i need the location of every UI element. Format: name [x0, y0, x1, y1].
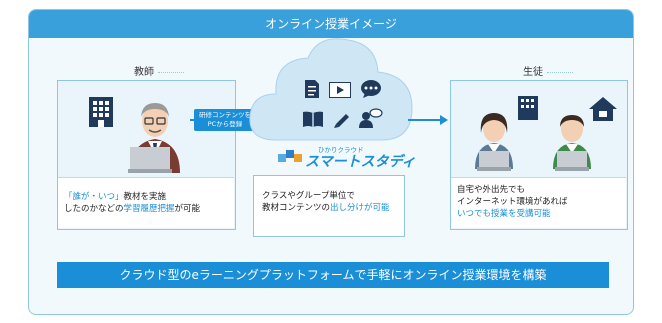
header-title: オンライン授業イメージ — [265, 17, 397, 31]
student-label: 生徒 — [523, 63, 573, 78]
house-icon — [589, 97, 617, 121]
cloud-caption-box: クラスやグループ単位で 教材コンテンツの出し分けが可能 — [253, 175, 405, 237]
teacher-caption: 「誰が・いつ」教材を実施 したのかなどの学習履歴把握が可能 — [58, 177, 234, 228]
brand-main-text: スマートスタディ — [305, 154, 416, 170]
person-chat-icon — [359, 108, 383, 128]
video-icon — [329, 82, 351, 98]
arrow-cloud-student — [408, 119, 442, 121]
laptop-icon-2 — [477, 151, 511, 171]
footer-banner: クラウド型のeラーニングプラットフォームで手軽にオンライン授業環境を構築 — [57, 262, 609, 288]
arrow-head-right — [440, 115, 448, 125]
brand-logo-icon — [278, 150, 302, 162]
student-caption: 自宅や外出先でも インターネット環境があれば いつでも授業を受講可能 — [451, 177, 626, 228]
header-bar — [29, 10, 633, 38]
document-icon — [305, 80, 319, 98]
brand-small-text: ひかりクラウド — [318, 146, 364, 154]
cloud-caption: クラスやグループ単位で 教材コンテンツの出し分けが可能 — [262, 191, 390, 213]
chat-icon — [361, 80, 381, 98]
student-panel: 自宅や外出先でも インターネット環境があれば いつでも授業を受講可能 — [450, 80, 628, 230]
laptop-icon — [128, 147, 172, 173]
building-icon — [89, 97, 113, 127]
teacher-label: 教師 — [134, 63, 184, 78]
laptop-icon-3 — [555, 151, 589, 171]
teacher-panel: 「誰が・いつ」教材を実施 したのかなどの学習履歴把握が可能 — [57, 80, 236, 230]
register-label: 研修コンテンツを PCから登録 — [194, 109, 256, 131]
pencil-icon — [334, 114, 349, 128]
book-icon — [303, 111, 323, 127]
building-icon-2 — [518, 96, 538, 120]
